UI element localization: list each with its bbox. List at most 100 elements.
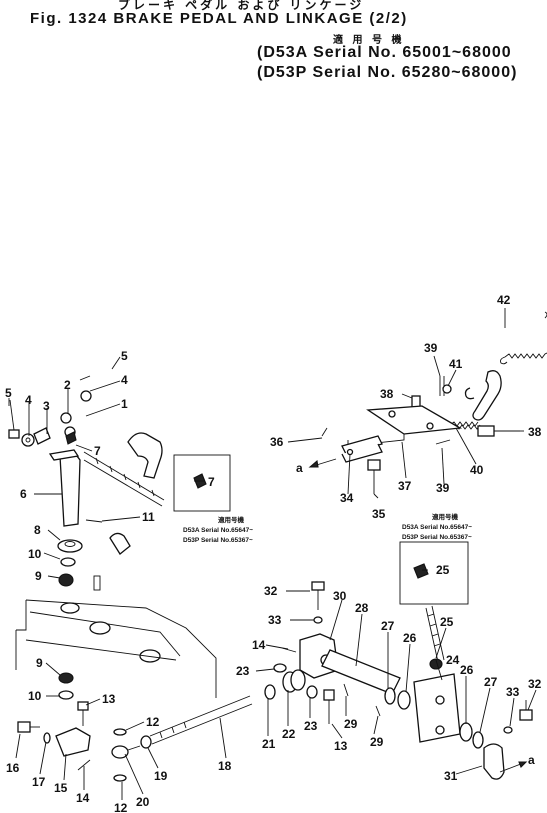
- callout-40: 40: [470, 463, 484, 477]
- callout-28-center: 28: [355, 601, 369, 615]
- washer-10-lower: [58, 690, 74, 700]
- washer-27-right: [472, 731, 484, 749]
- callout-38-right: 38: [528, 425, 542, 439]
- pin-39-lower: [435, 439, 451, 445]
- pin-14-left: [77, 759, 91, 771]
- nut-4-left: [21, 433, 35, 447]
- bushing-22: [282, 669, 306, 693]
- spring-42: [500, 311, 547, 365]
- note-right-jp: 適用号機: [432, 512, 459, 521]
- callout-3: 3: [43, 399, 50, 413]
- callout-9-upper: 9: [35, 569, 42, 583]
- callout-16: 16: [6, 761, 20, 775]
- rod-18: [149, 695, 253, 745]
- callout-13-center: 13: [334, 739, 348, 753]
- pin-36: [321, 427, 328, 437]
- callout-18: 18: [218, 759, 232, 773]
- callout-25: 25: [440, 615, 454, 629]
- callout-7-left: 7: [94, 444, 101, 458]
- clevis-15: [55, 727, 91, 757]
- callout-a-lower: a: [528, 753, 535, 767]
- pin-11: [85, 519, 103, 523]
- callout-29-lower: 29: [370, 735, 384, 749]
- adjust-rod-25: [425, 605, 445, 663]
- washer-21: [264, 684, 276, 700]
- callout-10-upper: 10: [28, 547, 42, 561]
- callout-a-upper: a: [296, 461, 303, 475]
- callout-39-lower: 39: [436, 481, 450, 495]
- bushing-26-right: [459, 722, 473, 742]
- nut-23-upper: [273, 663, 287, 673]
- detail-box-7: [173, 454, 231, 512]
- note-right-d53a: D53A Serial No.65647~: [402, 524, 472, 531]
- note-right: 適用号機 D53A Serial No.65647~ D53P Serial N…: [402, 512, 472, 541]
- callout-29-center: 29: [344, 717, 358, 731]
- callout-20: 20: [136, 795, 150, 809]
- pedal-shaft-6: [48, 449, 81, 527]
- leader-lines: [8, 308, 537, 800]
- callout-4-upper: 4: [121, 373, 128, 387]
- callout-30: 30: [333, 589, 347, 603]
- callout-5-upper: 5: [121, 349, 128, 363]
- callout-38-upper: 38: [380, 387, 394, 401]
- detail-box-25: [399, 541, 469, 605]
- nut-9-upper: [58, 573, 74, 587]
- callout-21: 21: [262, 737, 276, 751]
- bolt-16: [17, 721, 40, 733]
- callout-33-right: 33: [506, 685, 520, 699]
- callout-19: 19: [154, 769, 168, 783]
- grease-fitting-7: [65, 431, 77, 445]
- nut-4-upper: [80, 390, 92, 402]
- callout-2: 2: [64, 378, 71, 392]
- pin-29b: [375, 705, 381, 717]
- callout-37: 37: [398, 479, 412, 493]
- bracket-plate-right: [413, 673, 461, 743]
- bracket-part-11: [109, 532, 131, 555]
- callout-7-detail: 7: [208, 475, 215, 489]
- figure-title: Fig. 1324 BRAKE PEDAL AND LINKAGE (2/2): [30, 10, 408, 27]
- washer-12-lower: [113, 774, 127, 782]
- callout-13-left: 13: [102, 692, 116, 706]
- callout-27-right: 27: [484, 675, 498, 689]
- bolt-13-left: [77, 701, 89, 726]
- note-right-d53p: D53P Serial No.65367~: [402, 534, 472, 541]
- callout-12-upper: 12: [146, 715, 160, 729]
- bolt-13-center: [323, 689, 335, 724]
- serial-range-d53p: (D53P Serial No. 65280~68000): [257, 64, 518, 81]
- callout-23-upper: 23: [236, 664, 250, 678]
- arrow-a-lower: [499, 761, 528, 773]
- callout-8: 8: [34, 523, 41, 537]
- note-left-jp: 適用号機: [218, 515, 245, 524]
- japanese-title: ブレーキ ペダル および リンケージ: [118, 0, 365, 12]
- callout-12-lower: 12: [114, 801, 128, 813]
- callout-25-detail: 25: [436, 563, 450, 577]
- bracket-1: [127, 432, 163, 479]
- callout-39-upper: 39: [424, 341, 438, 355]
- callout-9-lower: 9: [36, 656, 43, 670]
- rod-end-20: [111, 745, 141, 759]
- callout-41: 41: [449, 357, 463, 371]
- callout-32-right: 32: [528, 677, 542, 691]
- callout-10-lower: 10: [28, 689, 42, 703]
- nut-9-lower: [58, 672, 74, 684]
- washer-12-upper: [113, 728, 127, 736]
- bushing-26-center: [397, 690, 411, 710]
- callout-6: 6: [20, 487, 27, 501]
- nut-41: [442, 384, 452, 394]
- callout-23-lower: 23: [304, 719, 318, 733]
- bolt-5-left: [8, 399, 20, 439]
- note-left-d53a: D53A Serial No.65647~: [183, 527, 253, 534]
- washer-33-right: [503, 726, 513, 734]
- washer-33-upper: [313, 616, 323, 624]
- bolt-35: [367, 459, 381, 494]
- callout-36: 36: [270, 435, 284, 449]
- frame-body: [15, 575, 217, 698]
- note-left-d53p: D53P Serial No.65367~: [183, 537, 253, 544]
- bolt-38-right: [477, 425, 520, 437]
- callout-5-left: 5: [5, 386, 12, 400]
- callout-1: 1: [121, 397, 128, 411]
- callout-27-center: 27: [381, 619, 395, 633]
- callout-14-left: 14: [76, 791, 90, 805]
- callout-26-right: 26: [460, 663, 474, 677]
